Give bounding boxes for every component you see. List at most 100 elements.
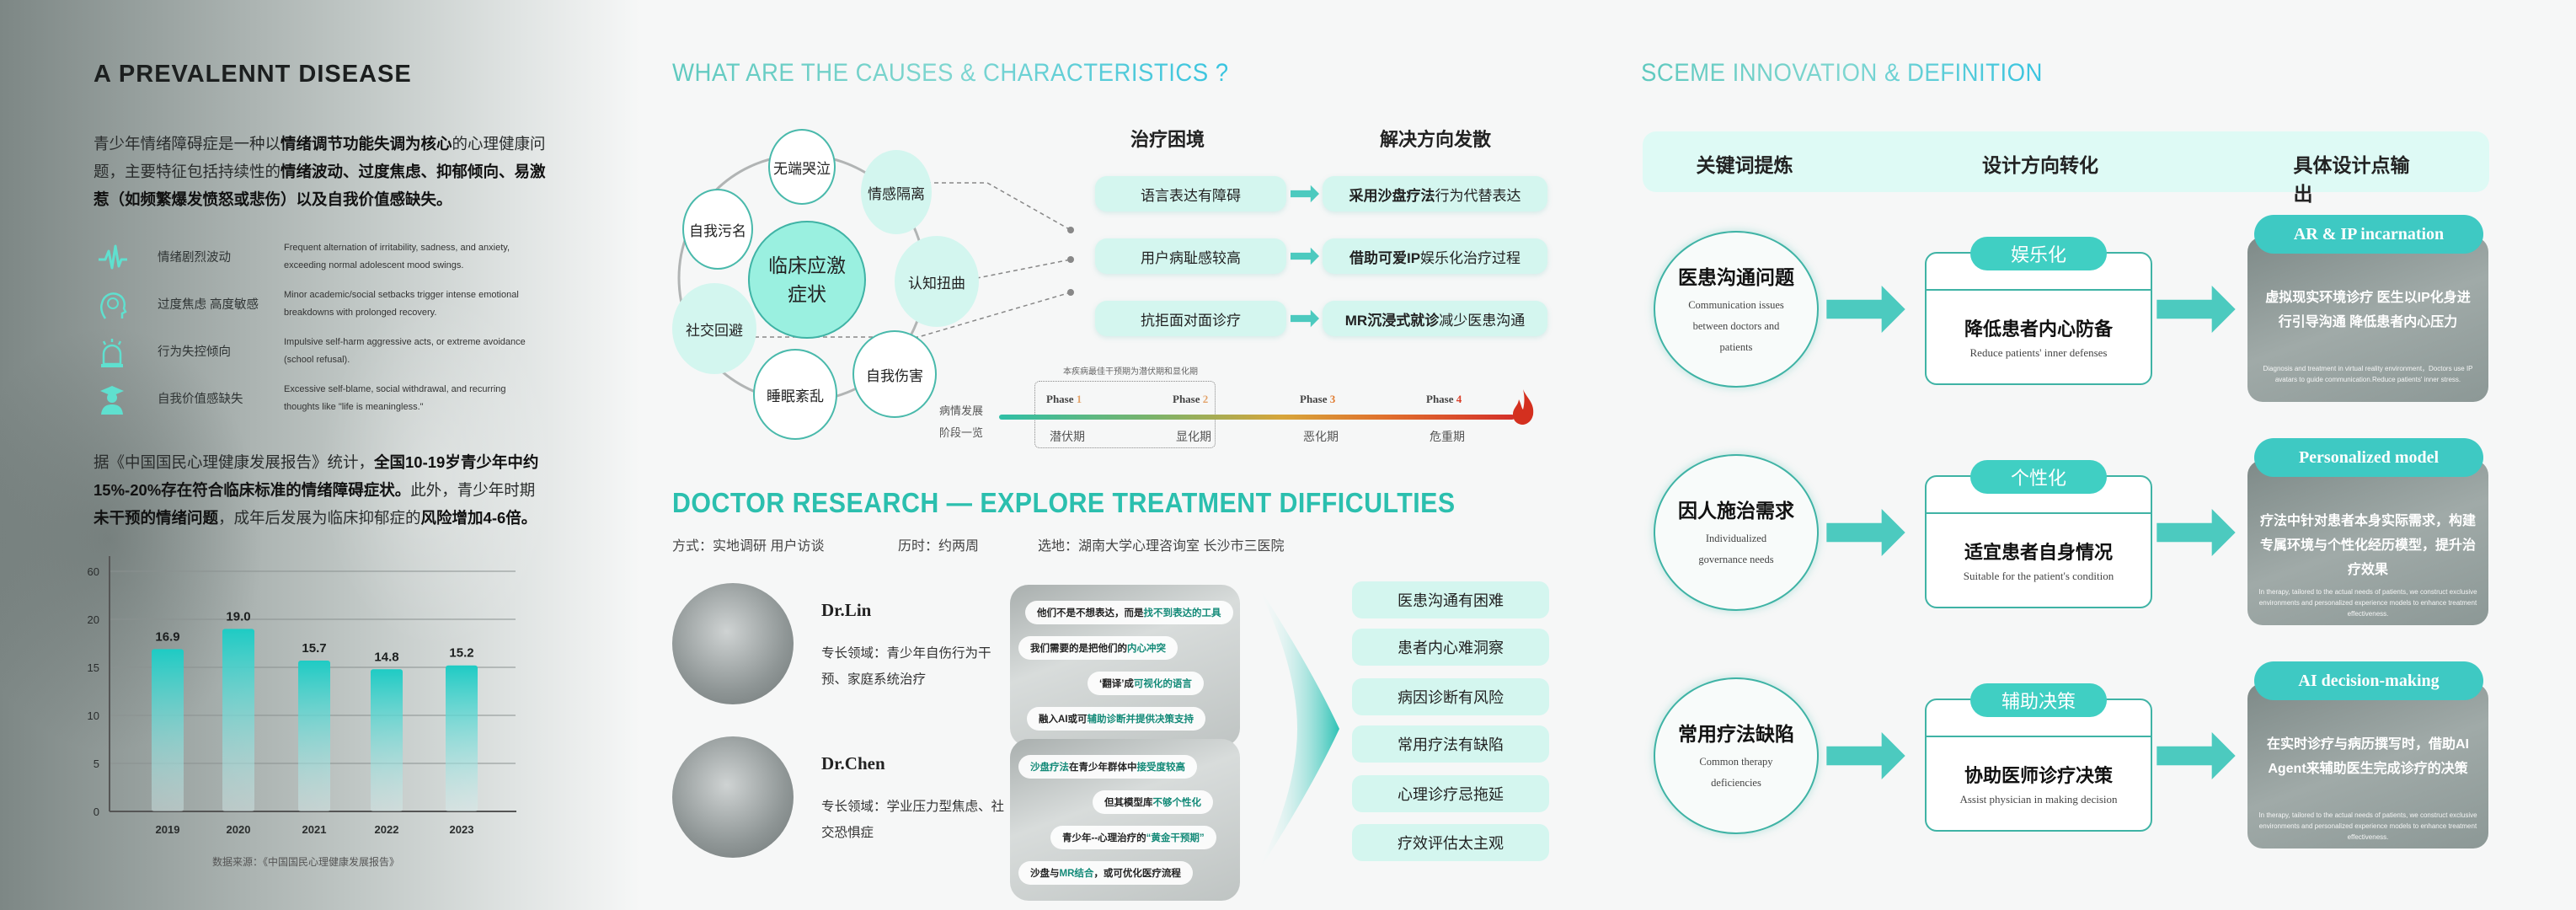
x-tick-label: 2022 <box>375 823 399 836</box>
stats-text: 此外，青少年时期 <box>410 481 536 499</box>
quote-text: 融入AI或可 <box>1039 715 1088 725</box>
flame-icon <box>1513 389 1534 425</box>
keyword-title: 常用疗法缺陷 <box>1678 723 1794 745</box>
dilemma-pill: 用户病耻感较高 <box>1095 238 1286 274</box>
keyword-english: Individualized governance needs <box>1698 533 1774 565</box>
arrow-right-icon <box>1291 244 1319 273</box>
scheme-header-band: 关键词提炼 设计方向转化 具体设计点输出 <box>1643 131 2489 205</box>
section-title-prevalent-disease: A PREVALENNT DISEASE <box>94 61 412 88</box>
intro-paragraph: 青少年情绪障碍症是一种以情绪调节功能失调为核心的心理健康问题，主要特征包括持续性… <box>94 130 548 213</box>
quote-text: 他们不是不想表达，而是 <box>1037 608 1144 618</box>
finding-pill: 患者内心难洞察 <box>1352 629 1549 666</box>
phase-number: 1 <box>1076 393 1082 405</box>
pulse-icon <box>97 243 127 273</box>
bar-value-label: 15.7 <box>302 641 326 656</box>
y-tick-label: 5 <box>94 757 99 770</box>
solution-pill: MR沉浸式就诊 减少医患沟通 <box>1323 301 1547 336</box>
quote-bubble: ‘翻译’成可视化的语言 <box>1088 672 1204 695</box>
column-header-solution-direction: 解决方向发散 <box>1380 129 1492 150</box>
dilemma-pill: 抗拒面对面诊疗 <box>1095 301 1286 336</box>
bar-value-label: 16.9 <box>155 629 179 644</box>
quote-highlight: 辅助诊断并提供决策支持 <box>1087 715 1194 725</box>
connector-dot <box>1067 256 1074 263</box>
arrow-right-icon <box>2156 286 2241 336</box>
x-tick-label: 2021 <box>302 823 327 836</box>
bar <box>371 669 403 811</box>
quote-highlight: “黄金干预期” <box>1146 833 1205 843</box>
left-panel-background <box>0 0 640 910</box>
arrow-right-icon <box>1291 181 1319 211</box>
direction-title: 协助医师诊疗决策 <box>1964 765 2113 786</box>
stats-text-bold: 未干预的情绪问题 <box>94 509 219 527</box>
dilemma-pill: 语言表达有障碍 <box>1095 176 1286 211</box>
quote-bubble: 沙盘与MR结合，或可优化医疗流程 <box>1018 861 1193 885</box>
connector-dot <box>1067 289 1074 296</box>
arrow-right-icon <box>1291 306 1319 335</box>
finding-pill: 疗效评估太主观 <box>1352 824 1549 861</box>
quote-row: 我们需要的是把他们的内心冲突 <box>1018 630 1232 666</box>
quote-text: 在青少年群体中 <box>1069 763 1137 773</box>
quote-row: 他们不是不想表达，而是找不到表达的工具 <box>1025 595 1238 630</box>
research-location: 选地：湖南大学心理咨询室 长沙市三医院 <box>1038 539 1285 554</box>
direction-title: 降低患者内心防备 <box>1964 318 2113 340</box>
quote-card: 他们不是不想表达，而是找不到表达的工具我们需要的是把他们的内心冲突 ‘翻译’成可视… <box>1010 585 1240 747</box>
y-tick-label: 10 <box>88 709 99 722</box>
quote-bubble: 融入AI或可辅助诊断并提供决策支持 <box>1027 707 1205 731</box>
bar-value-label: 14.8 <box>374 650 398 664</box>
finding-pill: 常用疗法有缺陷 <box>1352 725 1549 763</box>
symptom-node: 社交回避 <box>672 283 756 374</box>
x-tick-label: 2020 <box>227 823 251 836</box>
quote-row: 沙盘疗法在青少年群体中接受度较高 <box>1018 749 1232 784</box>
quote-bubble: 但其模型库不够个性化 <box>1093 790 1213 814</box>
intro-text: 青少年情绪障碍症是一种以 <box>94 135 281 153</box>
column-header-treatment-dilemma: 治疗困境 <box>1130 129 1205 150</box>
divider <box>1927 736 2151 737</box>
symptom-node: 睡眠紊乱 <box>753 349 837 440</box>
quote-bubble: 我们需要的是把他们的内心冲突 <box>1018 636 1178 660</box>
phase-word: Phase <box>1426 393 1454 405</box>
symptom-label: 过度焦虑 高度敏感 <box>158 298 259 312</box>
research-method: 方式：实地调研 用户访谈 <box>672 539 825 554</box>
quote-highlight: 沙盘疗法 <box>1030 763 1069 773</box>
intro-text: 的心理健康问题，主要特征包括持续性的 <box>94 135 546 180</box>
header-keyword: 关键词提炼 <box>1696 154 1793 176</box>
symptom-description: Frequent alternation of irritability, sa… <box>284 243 510 270</box>
solution-pill: 采用沙盘疗法 行为代替表达 <box>1323 176 1547 211</box>
prevalence-bar-chart: 051015206016.9201919.0202015.7202114.820… <box>88 556 516 836</box>
divider <box>1927 512 2151 514</box>
y-tick-label: 0 <box>94 806 99 818</box>
quote-row: 但其模型库不够个性化 <box>1093 784 1306 820</box>
timeline-label-line: 阶段一览 <box>939 426 984 439</box>
stats-paragraph: 据《中国国民心理健康发展报告》统计，全国10-19岁青少年中约15%-20%存在… <box>94 448 548 532</box>
direction-english: Assist physician in making decision <box>1959 793 2118 806</box>
output-english: In therapy, tailored to the actual needs… <box>2258 588 2477 618</box>
arrow-right-icon <box>2156 509 2241 559</box>
quote-row: 沙盘与MR结合，或可优化医疗流程 <box>1018 855 1232 891</box>
symptom-node: 认知扭曲 <box>895 236 979 327</box>
direction-english: Reduce patients' inner defenses <box>1969 346 2108 359</box>
arrow-right-icon <box>1824 732 1908 783</box>
quote-row: 青少年--心理治疗的“黄金干预期” <box>1050 820 1264 855</box>
keyword-english: Common therapy deficiencies <box>1699 756 1773 789</box>
doctor-name: Dr.Chen <box>821 753 885 774</box>
symptom-description: Excessive self-blame, social withdrawal,… <box>284 384 506 412</box>
quote-row: ‘翻译’成可视化的语言 <box>1088 666 1301 701</box>
stats-text: 据《中国国民心理健康发展报告》统计， <box>94 453 375 471</box>
solution-key: MR沉浸式就诊 <box>1344 312 1440 329</box>
doctor-photo <box>672 583 794 704</box>
output-description: 虚拟现实环境诊疗 医生以IP化身进行引导沟通 降低患者内心压力 <box>2265 291 2471 329</box>
phase-number: 4 <box>1456 393 1462 405</box>
output-description: 疗法中针对患者本身实际需求，构建专属环境与个性化经历模型，提升治疗效果 <box>2259 514 2476 577</box>
keyword-title: 医患沟通问题 <box>1678 265 1794 288</box>
quote-highlight: 找不到表达的工具 <box>1143 608 1221 618</box>
direction-box: 降低患者内心防备 Reduce patients' inner defenses <box>1925 252 2152 385</box>
arrow-right-icon <box>1824 286 1908 336</box>
quote-highlight: 不够个性化 <box>1152 798 1202 808</box>
bar-value-label: 19.0 <box>226 609 250 624</box>
direction-title: 适宜患者自身情况 <box>1964 542 2113 563</box>
